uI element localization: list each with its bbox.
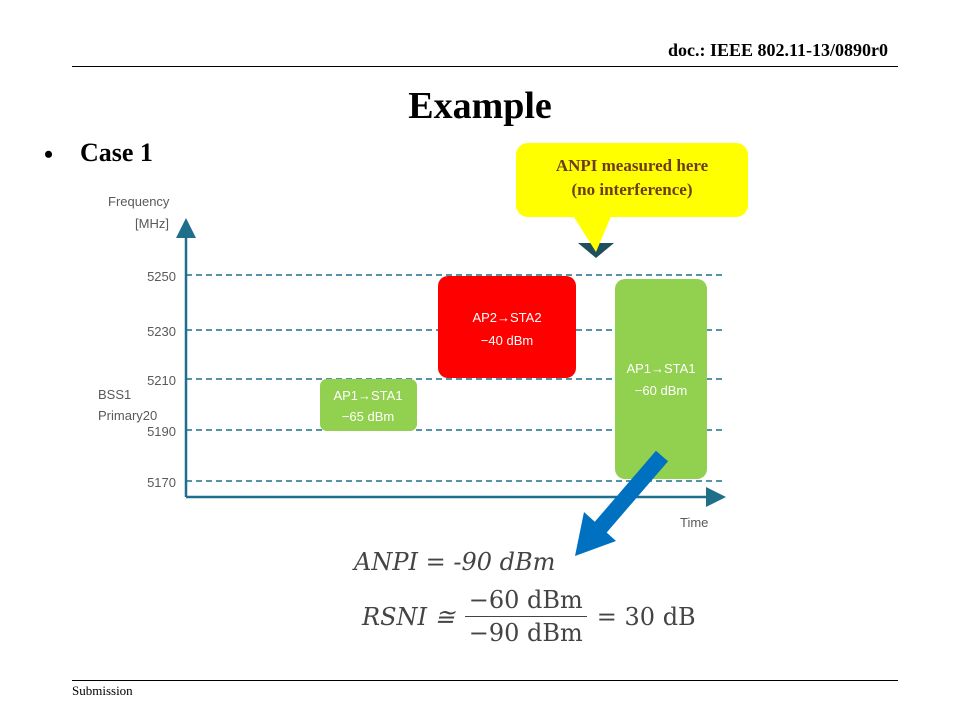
bss-label-line2: Primary20 (98, 408, 157, 423)
tick-label: 5190 (147, 424, 176, 439)
callout-line2: (no interference) (571, 180, 693, 199)
block-ap2-sta2-40 (438, 276, 576, 378)
block-1-value: −65 dBm (342, 409, 394, 424)
rsni-lhs: RSNI ≅ (362, 602, 455, 631)
rsni-fraction: −60 dBm −90 dBm (464, 586, 587, 647)
rsni-numerator: −60 dBm (468, 586, 583, 614)
tick-label: 5250 (147, 269, 176, 284)
bottom-rule (72, 680, 898, 681)
rsni-rhs: = 30 dB (596, 602, 696, 631)
top-rule (72, 66, 898, 67)
tick-label: 5210 (147, 373, 176, 388)
slide-title: Example (408, 85, 552, 127)
callout-line1: ANPI measured here (555, 156, 709, 175)
block-1-label: AP1→STA1 (333, 388, 402, 403)
y-axis-label-line2: [MHz] (135, 216, 169, 231)
blue-arrow-icon (575, 450, 669, 556)
callout-tail-icon (572, 214, 612, 252)
tick-label: 5170 (147, 475, 176, 490)
block-2-value: −40 dBm (481, 333, 533, 348)
block-3-value: −60 dBm (635, 383, 687, 398)
footer-text: Submission (72, 683, 133, 698)
tick-label: 5230 (147, 324, 176, 339)
bss-label-line1: BSS1 (98, 387, 131, 402)
bullet-text: Case 1 (80, 138, 153, 167)
x-axis-label: Time (680, 515, 708, 530)
block-ap1-sta1-60 (615, 279, 707, 479)
y-axis-label-line1: Frequency (108, 194, 170, 209)
bullet-marker: • (44, 140, 54, 169)
callout-box: ANPI measured here (no interference) (516, 143, 748, 217)
rsni-formula: RSNI ≅ −60 dBm −90 dBm = 30 dB (362, 586, 696, 647)
doc-id: doc.: IEEE 802.11-13/0890r0 (667, 40, 888, 60)
block-3-label: AP1→STA1 (626, 361, 695, 376)
anpi-formula: ANPI = -90 dBm (354, 548, 556, 576)
block-ap1-sta1-65 (320, 379, 417, 431)
rsni-denominator: −90 dBm (464, 616, 587, 647)
block-2-label: AP2→STA2 (472, 310, 541, 325)
